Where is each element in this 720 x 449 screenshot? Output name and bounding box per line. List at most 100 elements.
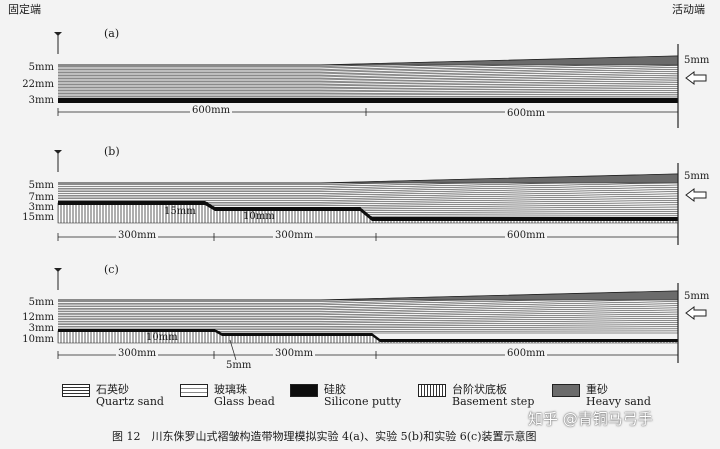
- panel-b-thickness-2: 7mm: [28, 192, 54, 203]
- panel-a-quartz-layer-line: [58, 78, 679, 84]
- panel-c-thickness-1: 5mm: [28, 297, 54, 308]
- panel-c-fixed-pin-icon-head: [54, 268, 62, 272]
- panel-c-layer-line: [58, 320, 679, 324]
- panel-b-fixed-pin-icon-head: [54, 150, 62, 154]
- panel-b-inline-1: 15mm: [164, 206, 196, 217]
- panel-c-dim-1: 300mm: [116, 348, 159, 359]
- panel-b-layer-line: [58, 186, 679, 194]
- panel-c-layer-line: [58, 307, 679, 314]
- panel-b-layer-line: [58, 189, 679, 196]
- panel-c-layer-line: [58, 311, 679, 317]
- panel-b-dim-2: 300mm: [273, 230, 316, 241]
- panel-a-quartz-layer-line: [58, 74, 679, 81]
- panel-c-layer-line: [58, 305, 679, 312]
- panel-b-dim-3: 600mm: [505, 230, 548, 241]
- panel-b-layer-line: [58, 193, 679, 199]
- panel-c-right-thickness: 5mm: [684, 291, 710, 302]
- panel-c-thickness-3: 3mm: [28, 323, 54, 334]
- panel-a-quartz-layer-line: [58, 82, 679, 87]
- panel-a-quartz-layer-line: [58, 76, 679, 82]
- legend-label-en: Glass bead: [214, 395, 275, 408]
- panel-a-quartz-layer-line: [58, 65, 679, 73]
- panel-c-thickness-4: 10mm: [22, 334, 54, 345]
- panel-b-thickness-1: 5mm: [28, 180, 54, 191]
- moving-end-label: 活动端: [672, 3, 705, 16]
- panel-b-right-thickness: 5mm: [684, 171, 710, 182]
- panel-a-heavy-sand: [319, 55, 679, 66]
- panel-a-quartz-layer-line: [58, 80, 679, 85]
- panel-a-quartz-layer-line: [58, 90, 679, 93]
- panel-c-silicone-layer: [58, 329, 678, 342]
- legend-label-en: Silicone putty: [324, 395, 402, 408]
- panel-b-inline-2: 10mm: [243, 211, 275, 222]
- figure-caption: 图 12 川东侏罗山式褶皱构造带物理模拟实验 4(a)、实验 5(b)和实验 6…: [112, 430, 537, 443]
- panel-c-layer-line: [58, 326, 679, 329]
- panel-a-thickness-1: 5mm: [28, 62, 54, 73]
- basement-step-swatch-icon: [418, 384, 446, 397]
- panel-c-dim-2: 300mm: [273, 348, 316, 359]
- panel-a-quartz-layer-line: [58, 72, 679, 79]
- legend-label-zh: 石英砂: [96, 383, 129, 396]
- panel-a-quartz-layer-line: [58, 93, 679, 96]
- watermark: 知乎 @青铜马弓手: [528, 410, 653, 428]
- panel-c-layer-line: [58, 309, 679, 316]
- panel-a-right-thickness: 5mm: [684, 55, 710, 66]
- panel-c-layer-line: [58, 313, 679, 319]
- legend-label-zh: 硅胶: [324, 383, 346, 396]
- legend-label-en: Quartz sand: [96, 395, 164, 408]
- panel-b-thickness-4: 15mm: [22, 212, 54, 223]
- panel-c-push-arrow-icon: [685, 306, 707, 320]
- panel-b-layer-line: [58, 191, 679, 198]
- panel-b-thickness-3: 3mm: [28, 202, 54, 213]
- heavy-sand-swatch-icon: [552, 384, 580, 397]
- panel-a-quartz-layer-line: [58, 84, 679, 88]
- panel-c-inline-2: 5mm: [226, 360, 252, 371]
- panel-c-leader-line: [229, 339, 237, 361]
- panel-a-silicone-layer: [58, 98, 678, 103]
- panel-a-thickness-2: 22mm: [22, 79, 54, 90]
- panel-a-label: (a): [104, 27, 120, 40]
- glass-bead-swatch-icon: [180, 384, 208, 397]
- panel-c-layer-line: [58, 301, 679, 309]
- silicone-putty-swatch-icon: [290, 384, 318, 397]
- panel-a-push-arrow-icon: [685, 71, 707, 85]
- panel-a-quartz-layer-line: [58, 92, 679, 94]
- panel-c-layer-line: [58, 315, 679, 321]
- panel-a-quartz-layer-line: [58, 63, 679, 72]
- panel-c-dim-3: 600mm: [505, 348, 548, 359]
- panel-a-quartz-layer-line: [58, 71, 679, 78]
- panel-a-dim-1: 600mm: [190, 105, 233, 116]
- panel-b-label: (b): [104, 145, 120, 158]
- panel-a-quartz-layer-line: [58, 67, 679, 75]
- panel-c-layer-line: [58, 318, 679, 322]
- panel-a-quartz-layer-line: [58, 88, 679, 91]
- legend-label-en: Heavy sand: [586, 395, 651, 408]
- panel-b-silicone-layer: [58, 201, 678, 221]
- panel-c-thickness-2: 12mm: [22, 312, 54, 323]
- panel-c-inline-1: 10mm: [146, 332, 178, 343]
- panel-a-quartz-layer-line: [58, 86, 679, 90]
- quartz-sand-swatch-icon: [62, 384, 90, 397]
- panel-c-layer-line: [58, 324, 679, 327]
- legend-label-zh: 玻璃珠: [214, 383, 247, 396]
- panel-a-fixed-pin-icon-head: [54, 32, 62, 36]
- panel-c-layer-line: [58, 322, 679, 325]
- panel-b-layer-line: [58, 182, 679, 191]
- panel-b-layer-line: [58, 195, 679, 201]
- legend-label-zh: 台阶状底板: [452, 383, 507, 396]
- panel-b-dim-1: 300mm: [116, 230, 159, 241]
- panel-b-heavy-sand: [319, 173, 679, 184]
- panel-c-heavy-sand: [319, 290, 679, 301]
- legend-label-zh: 重砂: [586, 383, 608, 396]
- fixed-end-label: 固定端: [8, 3, 41, 16]
- panel-c-layer-line: [58, 303, 679, 311]
- panel-a-dim-2: 600mm: [505, 108, 548, 119]
- panel-b-layer-line: [58, 184, 679, 192]
- panel-a-thickness-3: 3mm: [28, 95, 54, 106]
- panel-a-quartz-layer-line: [58, 69, 679, 76]
- panel-c-label: (c): [104, 263, 119, 276]
- panel-c-layer-line: [58, 299, 679, 307]
- legend-label-en: Basement step: [452, 395, 535, 408]
